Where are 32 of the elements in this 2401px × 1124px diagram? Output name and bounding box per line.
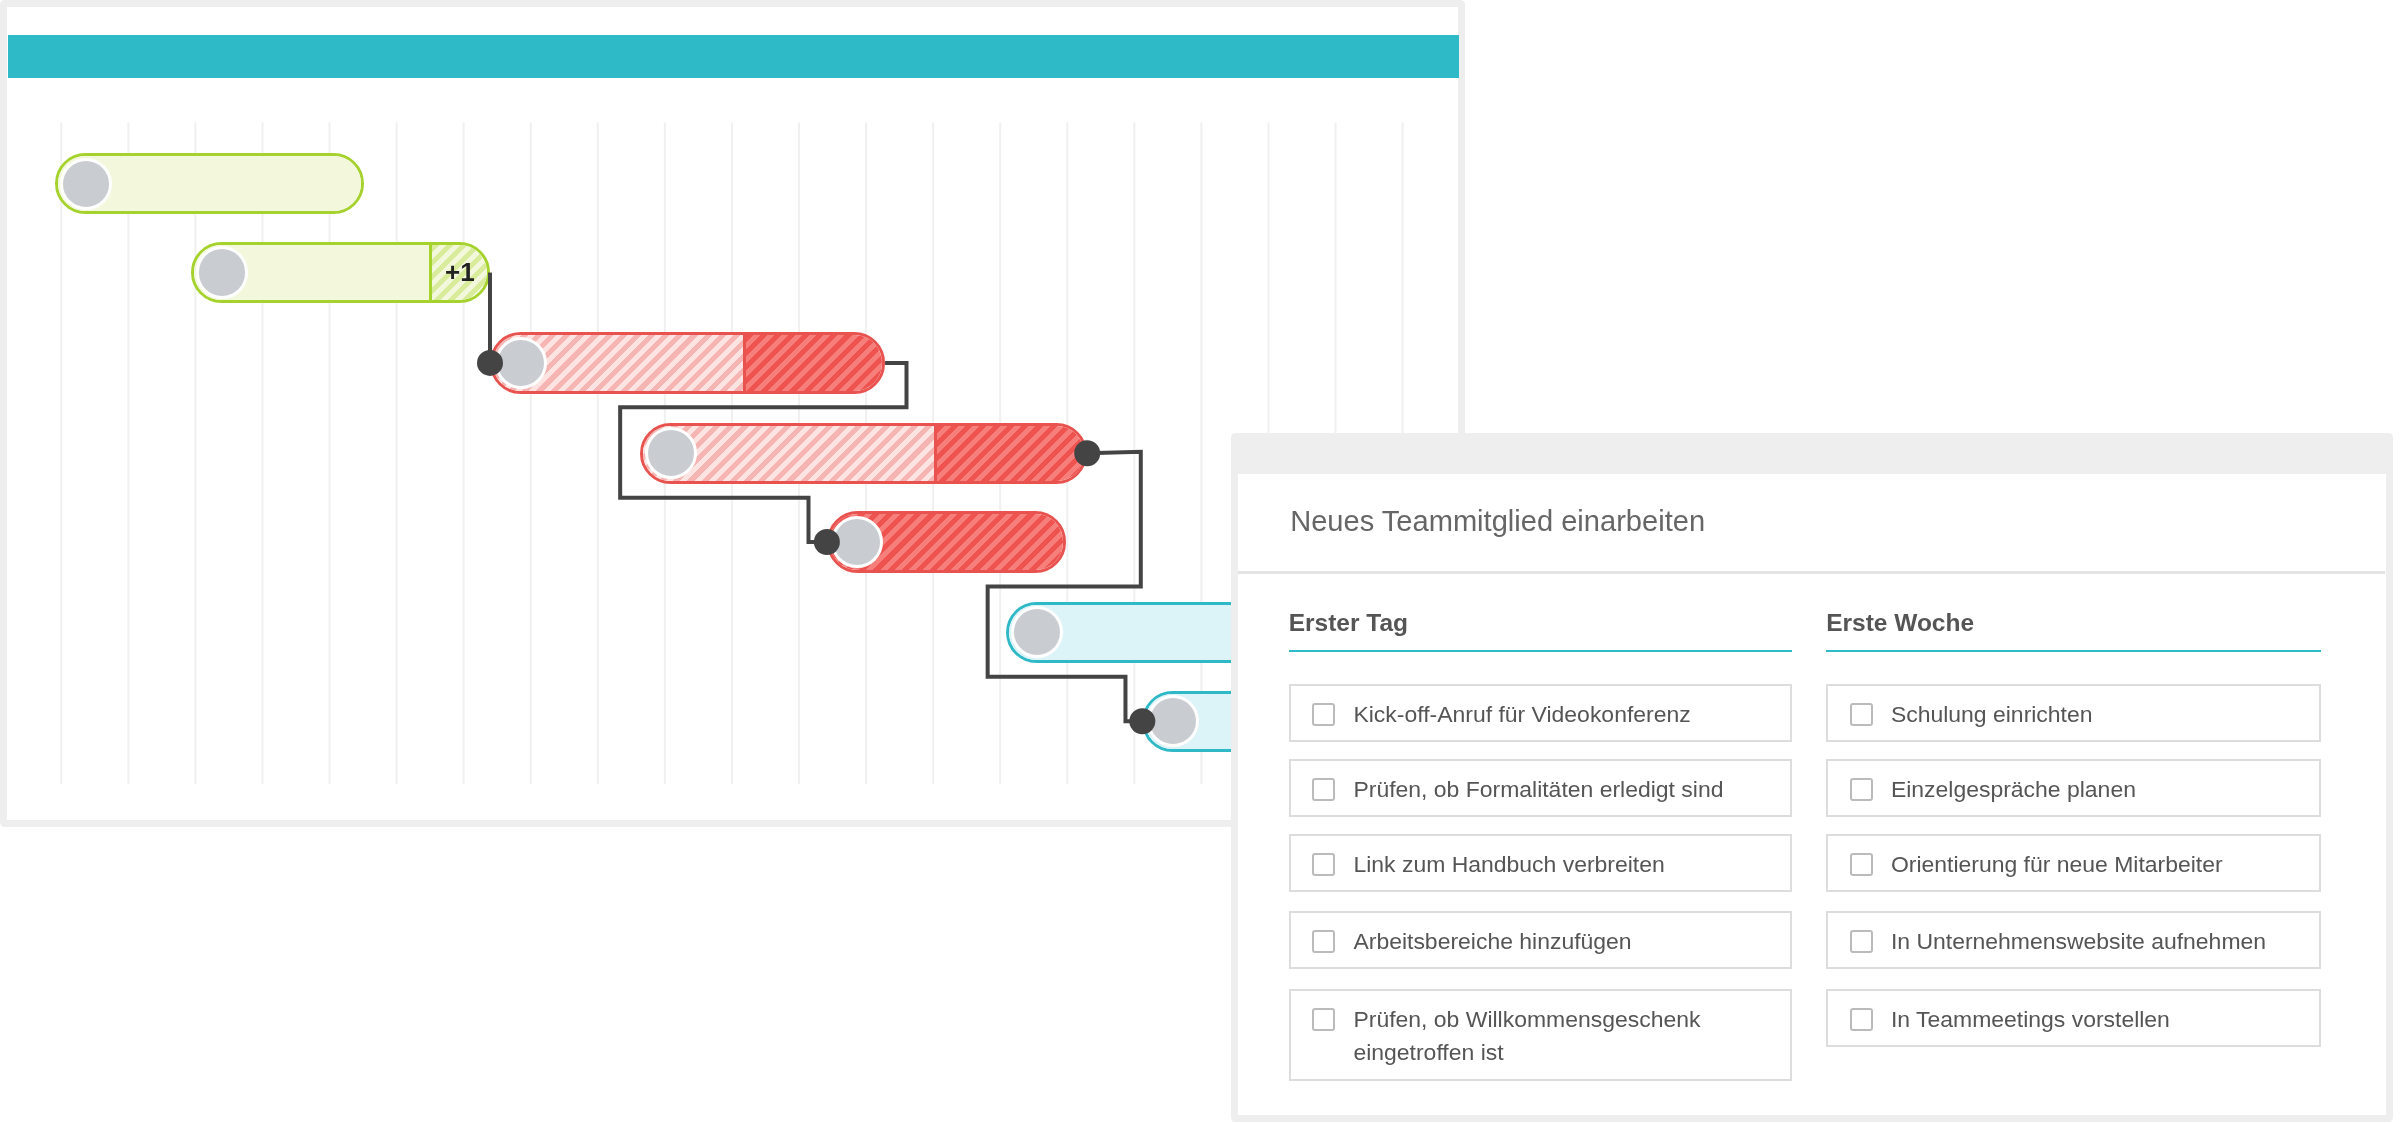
checklist-item [1288, 910, 1793, 969]
dependency-connector [477, 272, 503, 376]
task-label: Einzelgespräche planen [1890, 775, 2137, 805]
gantt-bar [191, 241, 490, 304]
task-label: Kick-off-Anruf für Videokonferenz [1353, 700, 1692, 730]
checklist-item [1288, 834, 1793, 893]
checklist-card [1231, 433, 2394, 1123]
count-label: +1 [445, 257, 475, 289]
column-heading: Erster Tag [1288, 609, 1793, 652]
checklist-item [1826, 988, 2321, 1048]
task-label: Orientierung für neue Mitarbeiter [1890, 850, 2224, 880]
gantt-bar [55, 153, 365, 215]
task-label: In Unternehmenswebsite aufnehmen [1890, 927, 2268, 956]
task-label: Link zum Handbuch verbreiten [1353, 850, 1666, 880]
dependency-connector [618, 360, 909, 556]
gantt-bar [1006, 601, 1232, 664]
dependency-connector [985, 440, 1156, 735]
checklist-item [1826, 684, 2321, 743]
task-label: Prüfen, ob Willkommensgeschenk eingetroffen ist [1353, 1005, 1702, 1068]
checklist-item [1826, 759, 2321, 818]
gantt-bar [490, 332, 886, 394]
task-label: Prüfen, ob Formalitäten erledigt sind [1353, 775, 1725, 805]
card-title: Neues Teammitglied einarbeiten [1290, 504, 1706, 538]
checklist-item [1288, 759, 1793, 818]
task-label: Arbeitsbereiche hinzufügen [1353, 927, 1633, 956]
task-label: In Teammeetings vorstellen [1890, 1005, 2171, 1035]
checklist-item [1826, 834, 2321, 893]
checklist-item [1826, 910, 2321, 969]
column-heading: Erste Woche [1826, 609, 2321, 652]
task-label: Schulung einrichten [1890, 700, 2094, 730]
checklist-item [1288, 684, 1793, 743]
checklist-item [1288, 988, 1793, 1081]
